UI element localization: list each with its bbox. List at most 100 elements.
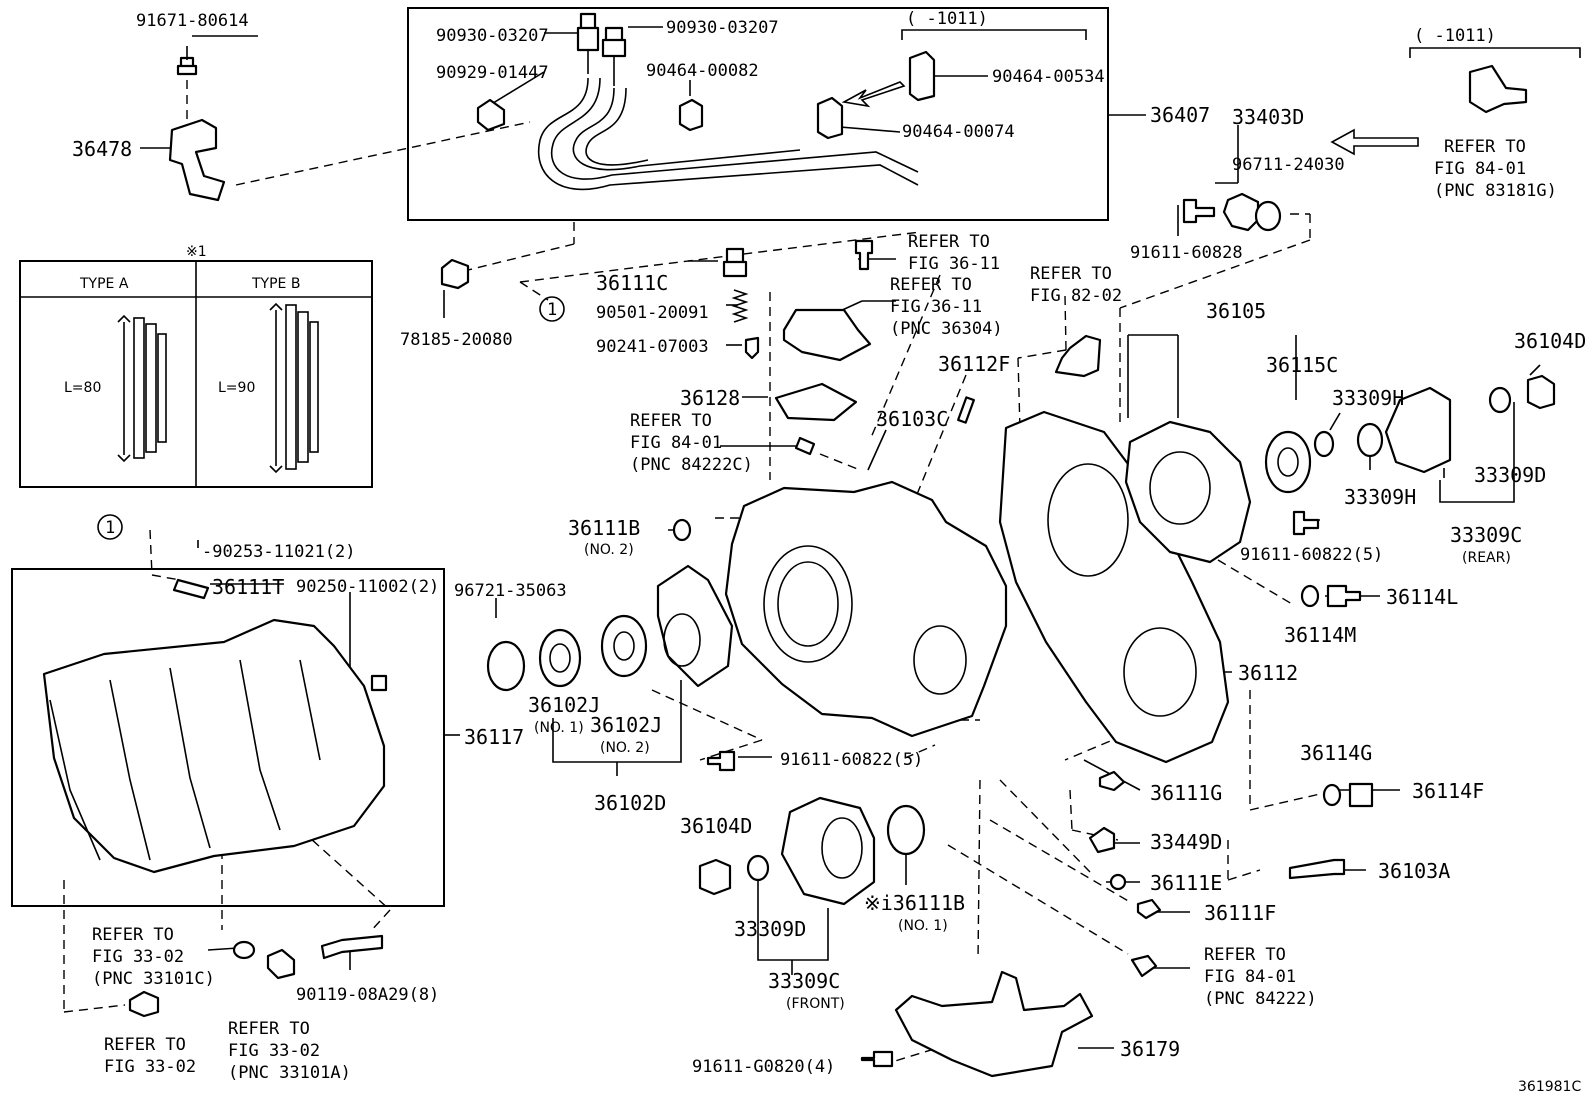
ref-84222c-line3: (PNC 84222C): [630, 455, 753, 475]
label-33309c-front-note: (FRONT): [786, 996, 845, 1012]
clip-78185-20080: [440, 258, 470, 290]
ref-84222c-line1: REFER TO: [630, 411, 712, 431]
table-note: ※1: [186, 244, 207, 260]
label-36407: 36407: [1150, 103, 1210, 127]
nut-36104d-rear: [1526, 374, 1556, 410]
ref-36304-line1: REFER TO: [890, 275, 972, 295]
label-1011-a: ( -1011): [906, 9, 988, 29]
label-90929-01447: 90929-01447: [436, 63, 549, 83]
washer-33309d-rear: [1488, 386, 1512, 414]
bearing-36102j-no1: [538, 628, 582, 688]
ref-36-11-line2: FIG 36-11: [908, 254, 1000, 274]
bearing-36102j-no2: [600, 614, 648, 678]
label-36103c: 36103C: [876, 407, 948, 431]
washer-36114m: [1300, 584, 1320, 608]
ref-83181g-line1: REFER TO: [1444, 137, 1526, 157]
label-36111b-front: ※i36111B: [864, 891, 965, 915]
seal-33309h-b: [1356, 422, 1384, 458]
bolt-84222c: [794, 436, 816, 456]
label-36111t: 36111T: [212, 575, 284, 599]
label-36114l: 36114L: [1386, 585, 1458, 609]
label-36103a: 36103A: [1378, 859, 1450, 883]
label-36114g: 36114G: [1300, 741, 1372, 765]
label-33309h-b: 33309H: [1344, 485, 1416, 509]
label-90464-00082: 90464-00082: [646, 61, 759, 81]
bolt-91611-g0820: [860, 1050, 894, 1068]
bracket-fig-82-02: [1054, 334, 1102, 378]
label-90501-20091: 90501-20091: [596, 303, 709, 323]
plug-33101a: [266, 948, 296, 980]
circle-ref-b: 1: [105, 518, 115, 538]
type-a-length: L=80: [64, 380, 101, 396]
bolt-90119-08a29: [320, 934, 384, 960]
bolt-36103a: [1288, 858, 1346, 880]
label-36111b-no1: (NO. 1): [898, 918, 948, 934]
part-illustrations: 1: [42, 12, 1556, 1078]
case-front-36103c: [724, 480, 1008, 738]
type-b-length: L=90: [218, 380, 255, 396]
plug-36111f: [1136, 898, 1162, 920]
plug-36114l: [1326, 584, 1362, 608]
ref-36304-line3: (PNC 36304): [890, 319, 1003, 339]
oil-strainer-36111g: [1098, 770, 1126, 792]
flange-33309c-front: [780, 796, 876, 906]
ref-84222-line2: FIG 84-01: [1204, 967, 1296, 987]
nut-36104d-front: [698, 858, 732, 896]
bolt-fig-36-11: [854, 239, 874, 271]
bolt-91611-60822-rear: [1292, 510, 1320, 536]
ref-33-02-line1: REFER TO: [104, 1035, 186, 1055]
ref-82-02-line2: FIG 82-02: [1030, 286, 1122, 306]
labels: 91671-80614 36478 90930-03207 90930-0320…: [72, 9, 1586, 1095]
label-36104d-front: 36104D: [680, 814, 752, 838]
pin-90250-11002: [370, 674, 388, 692]
gasket-36128: [774, 382, 858, 422]
seal-36111b-no1: [886, 804, 926, 856]
label-36111e: 36111E: [1150, 871, 1222, 895]
bracket-36478: [168, 118, 226, 202]
circle-ref-a: 1: [547, 300, 557, 320]
label-90241-07003: 90241-07003: [596, 337, 709, 357]
label-36112f: 36112F: [938, 352, 1010, 376]
label-90119-08a29: 90119-08A29(8): [296, 985, 439, 1005]
plug-36111c: [722, 247, 748, 278]
label-33403d: 33403D: [1232, 105, 1304, 129]
sleeve-33403d: [1222, 192, 1260, 232]
clamp-90464-00082: [678, 98, 704, 132]
label-36102j-no1-note: (NO. 1): [534, 720, 584, 736]
label-36114f: 36114F: [1412, 779, 1484, 803]
boot-type-a-illustration: [117, 314, 167, 463]
label-96711-24030: 96711-24030: [1232, 155, 1345, 175]
label-91611-60822-a: 91611-60822(5): [1240, 545, 1383, 565]
diagram-id: 361981C: [1518, 1079, 1581, 1095]
label-36104d-rear: 36104D: [1514, 329, 1586, 353]
ref-33101a-line3: (PNC 33101A): [228, 1063, 351, 1083]
extension-housing-36117: [42, 618, 386, 874]
hose-fitting-a: [576, 12, 600, 74]
bolt-84222: [1130, 954, 1158, 978]
label-33309c-front: 33309C: [768, 969, 840, 993]
label-78185-20080: 78185-20080: [400, 330, 513, 350]
ref-83181g-line2: FIG 84-01: [1434, 159, 1526, 179]
bolt-fig-33-02: [128, 990, 160, 1018]
ref-84222-line1: REFER TO: [1204, 945, 1286, 965]
circle-ref-marker-a: [539, 296, 565, 322]
label-36117: 36117: [464, 725, 524, 749]
seal-33309h-a: [1313, 430, 1335, 458]
label-1011-b: ( -1011): [1414, 26, 1496, 46]
label-36114m: 36114M: [1284, 623, 1356, 647]
label-36111b: 36111B: [568, 516, 640, 540]
ref-33101c-line1: REFER TO: [92, 925, 174, 945]
label-90253-11021: -90253-11021(2): [202, 542, 356, 562]
plug-33449d: [1088, 826, 1116, 854]
ref-84222-line3: (PNC 84222): [1204, 989, 1317, 1009]
label-36111f: 36111F: [1204, 901, 1276, 925]
label-33309d-rear: 33309D: [1474, 463, 1546, 487]
plug-36111e: [1109, 873, 1127, 891]
cover-36304: [782, 308, 872, 362]
bolt-91671-80614: [176, 46, 198, 76]
label-36128: 36128: [680, 386, 740, 410]
label-33309h-a: 33309H: [1332, 386, 1404, 410]
plug-36114f: [1348, 782, 1374, 808]
label-96721-35063: 96721-35063: [454, 581, 567, 601]
